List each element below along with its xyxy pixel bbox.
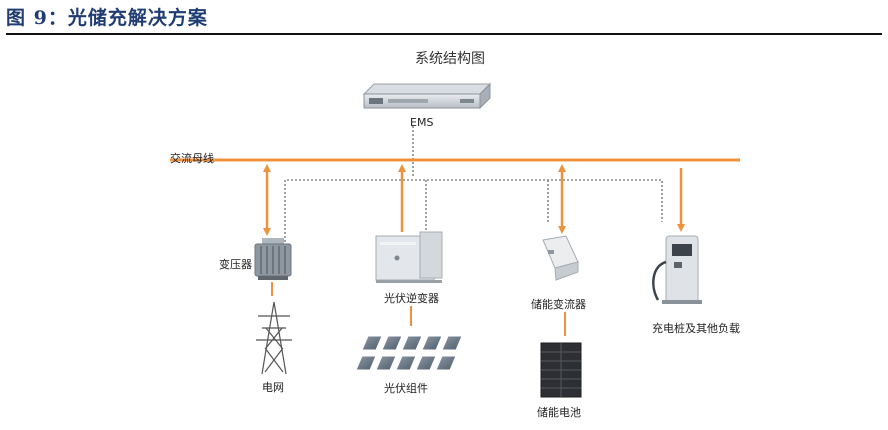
storage-battery-icon <box>540 342 582 398</box>
comm-lines <box>284 126 663 250</box>
pv-inverter-icon <box>375 231 443 283</box>
figure-title: 图 9：光储充解决方案 <box>6 7 208 29</box>
pv-inverter-label: 光伏逆变器 <box>384 292 439 305</box>
title-rule <box>6 33 882 35</box>
ac-bus-label: 交流母线 <box>170 152 214 165</box>
pv-modules-icon <box>355 335 463 371</box>
transformer-icon <box>254 238 292 280</box>
ems-label: EMS <box>410 116 434 129</box>
charging-label: 充电桩及其他负载 <box>652 322 740 335</box>
grid-label: 电网 <box>262 381 284 394</box>
storage-converter-label: 储能变流器 <box>531 298 586 311</box>
pv-modules-label: 光伏组件 <box>384 382 428 395</box>
storage-converter-icon <box>542 235 579 281</box>
storage-battery-label: 储能电池 <box>537 406 581 419</box>
transformer-label: 变压器 <box>219 258 252 271</box>
link-lines <box>271 282 566 336</box>
power-arrows <box>263 164 685 236</box>
charging-pile-icon <box>652 235 702 304</box>
figure-header: 图 9：光储充解决方案 <box>0 0 888 35</box>
ems-server-icon <box>362 82 492 110</box>
power-tower-icon <box>256 301 292 375</box>
diagram-title: 系统结构图 <box>415 51 485 67</box>
